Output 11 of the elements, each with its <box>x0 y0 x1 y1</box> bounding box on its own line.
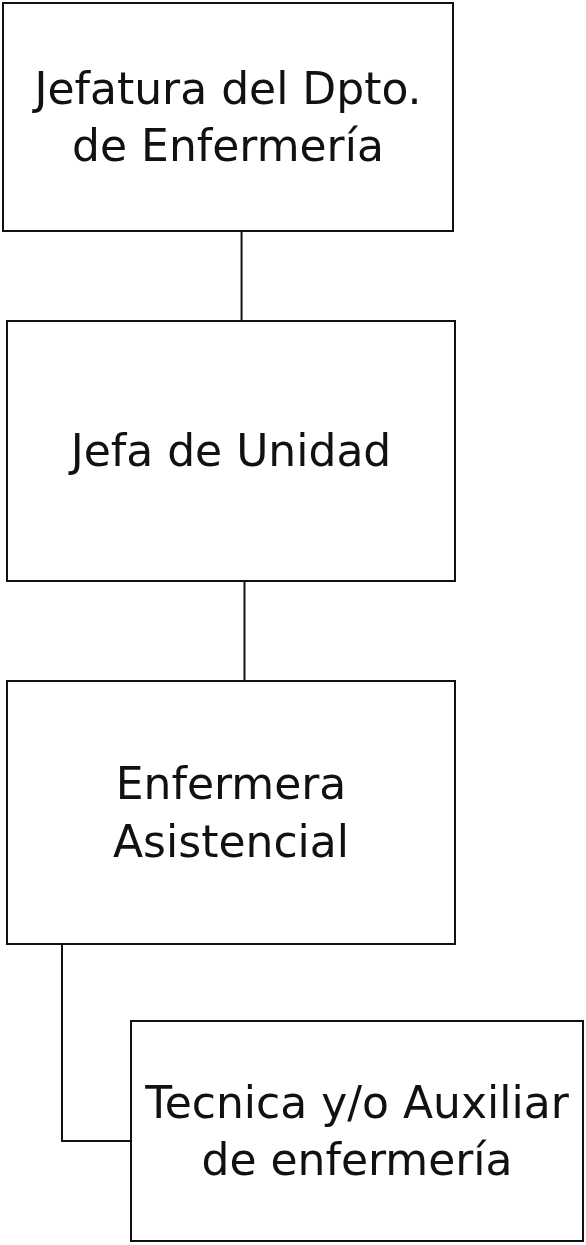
box-label: Jefa de Unidad <box>70 424 392 479</box>
connector-line <box>243 581 246 681</box>
org-box <box>6 680 456 945</box>
box-label: Tecnica y/o Auxiliar de enfermería <box>144 1075 570 1187</box>
connector-line <box>240 231 243 321</box>
org-box <box>6 320 456 582</box>
box-label: Enfermera Asistencial <box>112 757 350 869</box>
org-box <box>2 2 454 232</box>
org-box <box>130 1020 584 1242</box>
connector-line <box>61 944 131 1142</box>
box-label: Jefatura del Dpto. de Enfermería <box>31 61 423 173</box>
